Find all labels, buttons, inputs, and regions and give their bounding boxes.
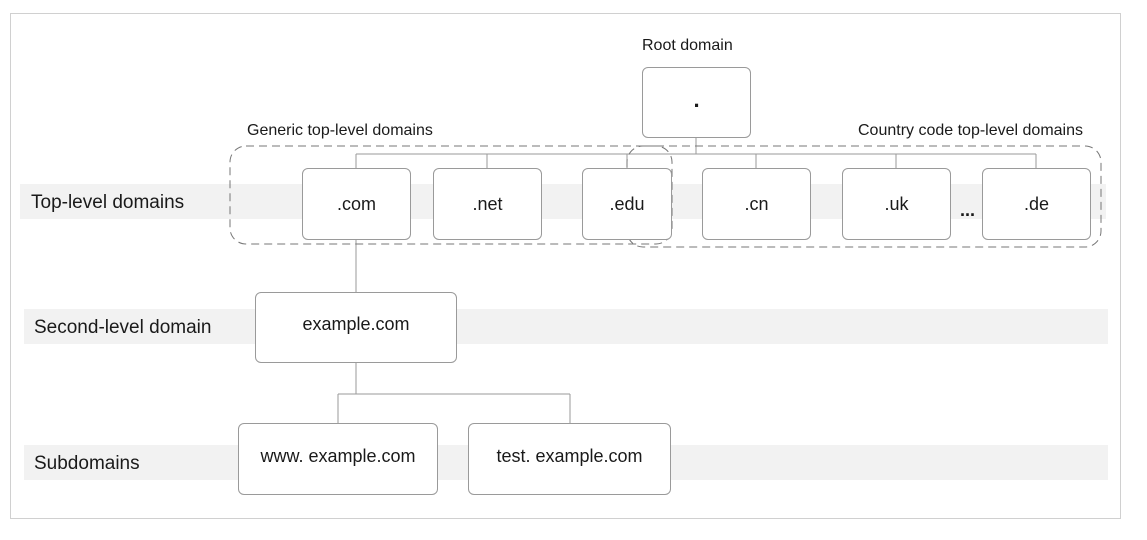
root-node: . [642,67,751,138]
sld-node-example: example.com [255,292,457,363]
subdomain-node-www: www. example.com [238,423,438,495]
tld-node-uk: .uk [842,168,951,240]
tld-node-com: .com [302,168,411,240]
tld-node-net: .net [433,168,542,240]
generic-tld-caption: Generic top-level domains [247,122,433,139]
subdomain-level-label: Subdomains [34,453,140,474]
sld-level-label: Second-level domain [34,317,212,338]
root-domain-caption: Root domain [642,37,733,54]
subdomain-node-test: test. example.com [468,423,671,495]
generic-tld-group-outline [229,145,673,245]
sld-band [24,309,1108,344]
tld-node-cn: .cn [702,168,811,240]
diagram-frame [10,13,1121,519]
tld-ellipsis: ... [960,200,976,220]
country-tld-group-outline [626,145,1102,248]
tld-level-label: Top-level domains [31,192,185,213]
tld-node-edu: .edu [582,168,672,240]
tld-node-de: .de [982,168,1091,240]
country-tld-caption: Country code top-level domains [858,122,1084,139]
